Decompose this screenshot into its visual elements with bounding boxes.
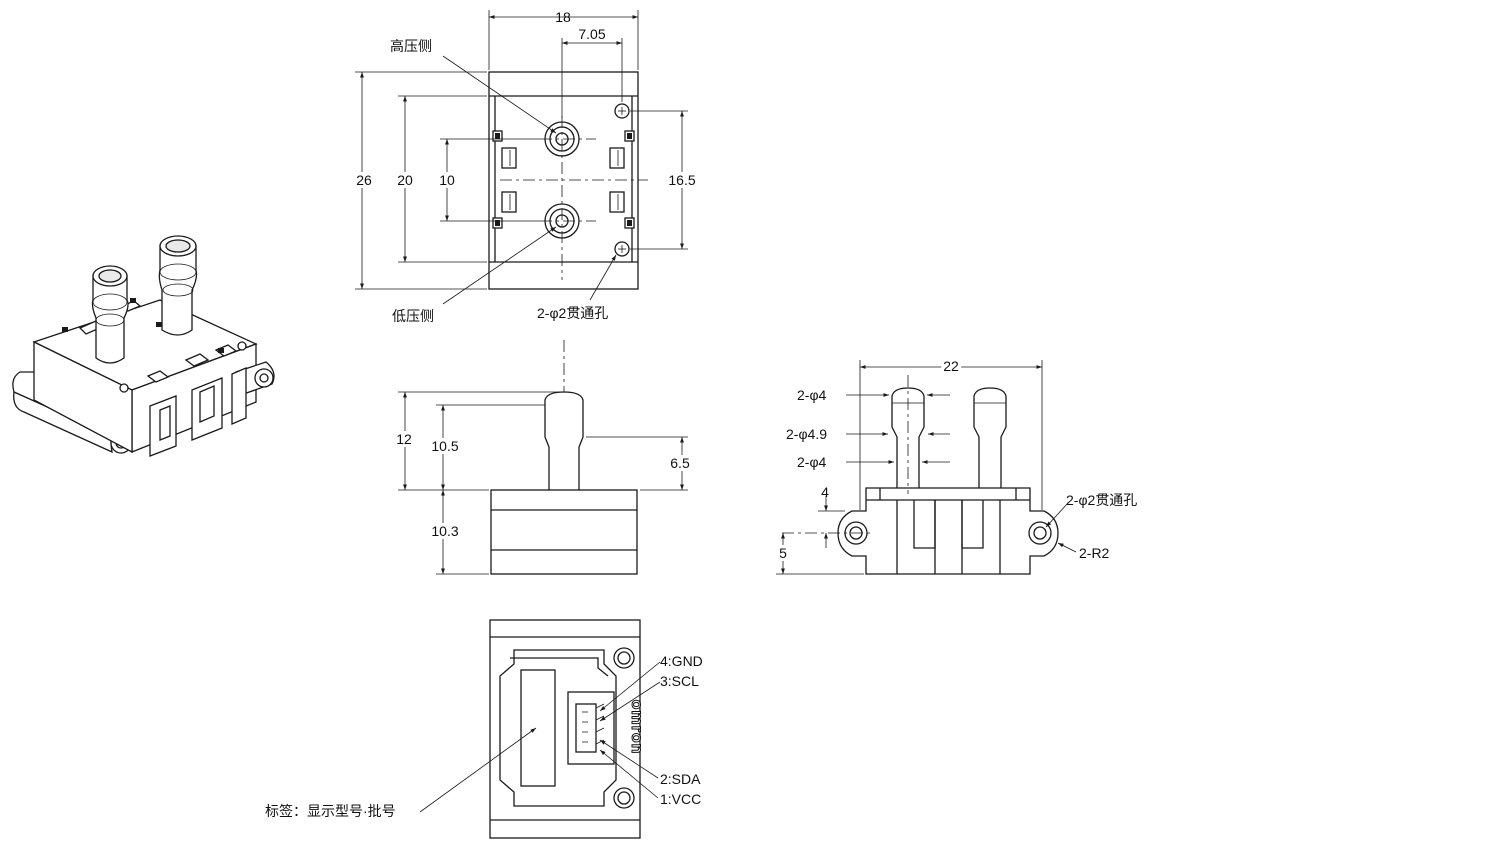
dim-tip-6-5: 6.5 (670, 455, 690, 471)
side-view (398, 340, 688, 575)
isometric-view (12, 235, 275, 457)
top-view (355, 10, 688, 305)
label-nameplate-note: 标签：显示型号·批号 (265, 803, 396, 819)
bottom-view (419, 619, 661, 839)
pin-1-label: 1:VCC (660, 791, 702, 807)
label-through-hole-top: 2-φ2贯通孔 (537, 305, 609, 321)
dim-base-dia: 2-φ4 (797, 454, 827, 470)
dim-pitch-10: 10 (438, 172, 456, 188)
dim-nozzle-10-5: 10.5 (431, 438, 459, 454)
dim-hole-height-5: 5 (779, 545, 787, 561)
dim-height-20: 20 (396, 172, 414, 188)
label-low-side: 低压侧 (392, 308, 434, 324)
dim-height-26: 26 (355, 172, 373, 188)
dim-hole-pitch-16-5: 16.5 (667, 172, 697, 188)
pin-4-label: 4:GND (660, 653, 703, 669)
dim-total-height-12: 12 (396, 431, 412, 447)
dim-barb-dia: 2-φ4.9 (786, 426, 827, 442)
dim-tip-dia: 2-φ4 (797, 387, 827, 403)
dim-width-22: 22 (941, 358, 961, 374)
label-high-side: 高压侧 (390, 38, 432, 54)
front-view (776, 360, 1077, 575)
label-radius: 2-R2 (1079, 545, 1110, 561)
dim-hole-offset-4: 4 (821, 484, 829, 500)
dim-body-10-3: 10.3 (431, 523, 459, 539)
pin-3-label: 3:SCL (660, 673, 699, 689)
label-through-hole-front: 2-φ2贯通孔 (1066, 492, 1138, 508)
omron-logo: omron (628, 699, 646, 755)
pin-2-label: 2:SDA (660, 771, 701, 787)
dim-width-18: 18 (555, 9, 571, 25)
dim-offset-7-05: 7.05 (578, 26, 606, 42)
